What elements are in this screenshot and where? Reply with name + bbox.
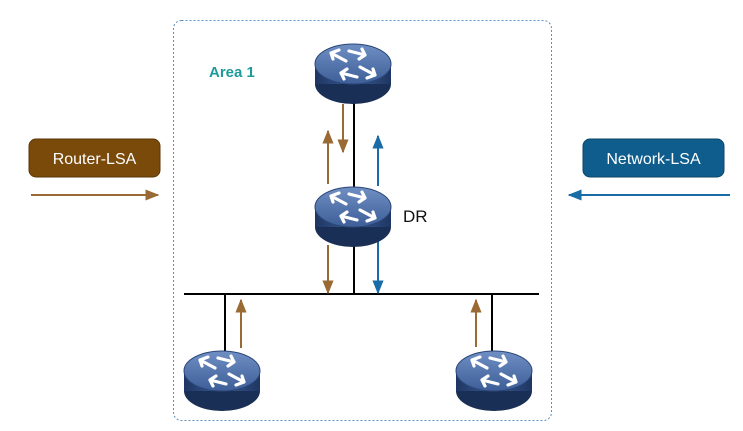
- router-lsa-legend-label: Router-LSA: [53, 151, 137, 168]
- router-bottom-right-icon: [454, 349, 534, 413]
- area-label: Area 1: [209, 64, 255, 81]
- router-lsa-legend-box: [28, 138, 161, 178]
- router-bottom-left-icon: [182, 349, 262, 413]
- router-top-icon: [313, 42, 393, 106]
- area-boundary: [173, 20, 552, 421]
- network-lsa-legend-box: [582, 138, 725, 178]
- dr-label: DR: [403, 207, 428, 226]
- network-lsa-legend-label: Network-LSA: [606, 151, 701, 168]
- router-dr-icon: [313, 185, 393, 249]
